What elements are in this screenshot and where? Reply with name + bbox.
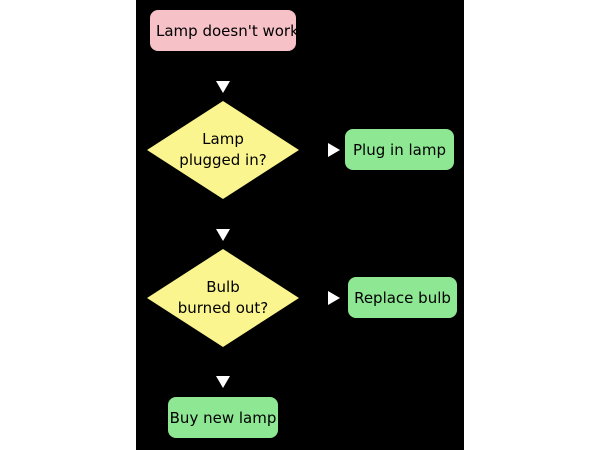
decision-2-line-1: Bulb bbox=[206, 278, 240, 296]
diagram-panel bbox=[136, 0, 464, 450]
decision-2-shape bbox=[147, 249, 299, 347]
decision-2-label: Bulb burned out? bbox=[147, 277, 299, 319]
arrow-start-to-decision-1 bbox=[216, 81, 230, 93]
decision-1-shape bbox=[147, 101, 299, 199]
decision-1-label: Lamp plugged in? bbox=[147, 129, 299, 171]
decision-1-line-1: Lamp bbox=[202, 130, 244, 148]
arrow-decision-1-to-decision-2 bbox=[216, 229, 230, 241]
arrow-decision-2-to-end bbox=[216, 376, 230, 388]
replace-bulb-node: Replace bulb bbox=[348, 277, 457, 318]
plug-in-lamp-node: Plug in lamp bbox=[345, 129, 454, 170]
decision-2-line-2: burned out? bbox=[177, 299, 269, 317]
arrow-decision-2-to-action-2 bbox=[328, 291, 340, 305]
start-node: Lamp doesn't work bbox=[150, 10, 296, 51]
decision-1-line-2: plugged in? bbox=[179, 151, 267, 169]
arrow-decision-1-to-action-1 bbox=[328, 143, 340, 157]
buy-new-lamp-node: Buy new lamp bbox=[168, 397, 278, 438]
